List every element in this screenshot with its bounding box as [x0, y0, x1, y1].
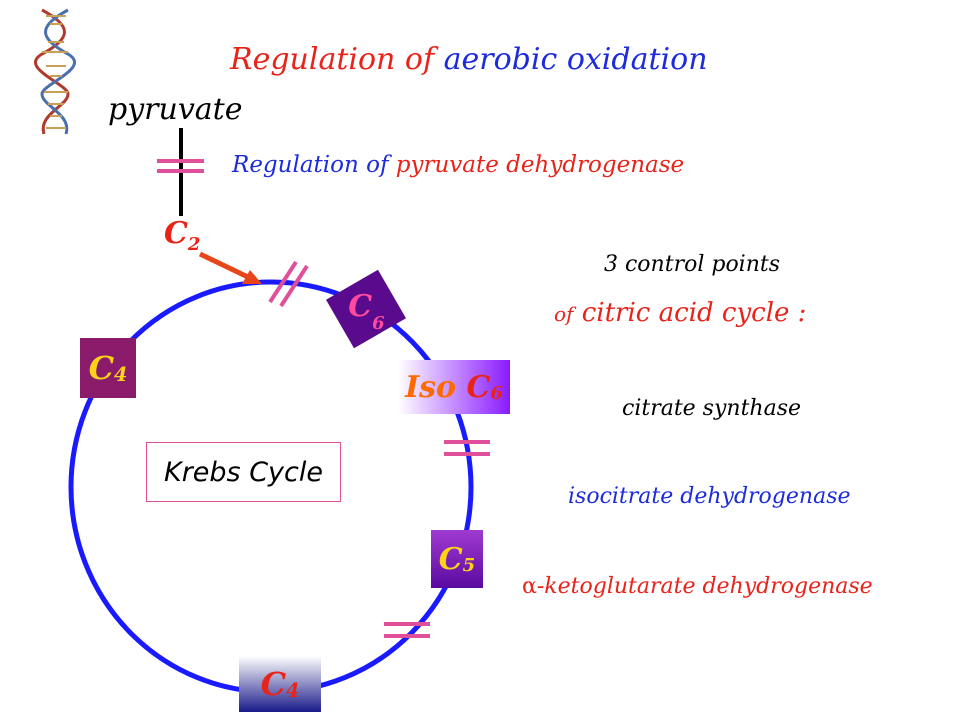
c4-left-main: C — [88, 349, 115, 387]
control-points-line1: 3 control points — [604, 252, 781, 277]
title-part2: aerobic oxidation — [443, 42, 708, 77]
iso-c6-main: C — [466, 369, 491, 405]
control-points-prefix: of — [554, 302, 574, 326]
pdh-control-mark — [157, 159, 204, 173]
c4-left-sub: 4 — [114, 362, 128, 386]
c2-label: C2 — [164, 216, 200, 255]
citrate-synthase-label: citrate synthase — [622, 396, 802, 421]
pdh-heading-part1: Regulation of — [232, 152, 389, 178]
pdh-heading-part2: pyruvate dehydrogenase — [395, 152, 685, 178]
entry-arrow — [198, 251, 262, 284]
c4-bottom-main: C — [260, 665, 287, 703]
c5-sub: 5 — [462, 554, 476, 576]
krebs-cycle-label: Krebs Cycle — [146, 442, 341, 502]
c6-main: C — [347, 288, 372, 324]
alpha-symbol: α — [522, 574, 537, 599]
c2-main: C — [164, 216, 188, 251]
dna-helix-image — [33, 8, 77, 135]
title-part1: Regulation of — [230, 42, 435, 77]
c6-box-shape — [326, 269, 406, 349]
pdh-heading: Regulation of pyruvate dehydrogenase — [232, 152, 684, 178]
akg-dehydrogenase-mark — [384, 622, 430, 638]
control-points-main: citric acid cycle : — [581, 298, 807, 328]
c4-bottom-box-shape — [239, 656, 321, 712]
c5-box-shape — [431, 530, 483, 588]
iso-prefix: Iso — [405, 369, 457, 405]
c4-bottom-sub: 4 — [286, 678, 300, 702]
c4-left-box-shape — [80, 338, 136, 398]
akg-dehydrogenase-label: α-ketoglutarate dehydrogenase — [522, 574, 873, 599]
control-points-line2: of citric acid cycle : — [554, 298, 806, 328]
iso-c6-sub: 6 — [490, 382, 503, 404]
c2-sub: 2 — [187, 234, 201, 255]
c6-sub: 6 — [371, 312, 385, 334]
akg-rest: -ketoglutarate dehydrogenase — [536, 574, 873, 599]
iso-c6-box-shape — [398, 360, 510, 414]
pyruvate-label: pyruvate — [108, 92, 243, 127]
c5-main: C — [438, 541, 463, 577]
isocitrate-dehydrogenase-label: isocitrate dehydrogenase — [568, 484, 851, 509]
citrate-synthase-mark — [268, 260, 309, 308]
isocitrate-dehydrogenase-mark — [444, 440, 490, 456]
slide-title: Regulation of aerobic oxidation — [230, 42, 708, 77]
